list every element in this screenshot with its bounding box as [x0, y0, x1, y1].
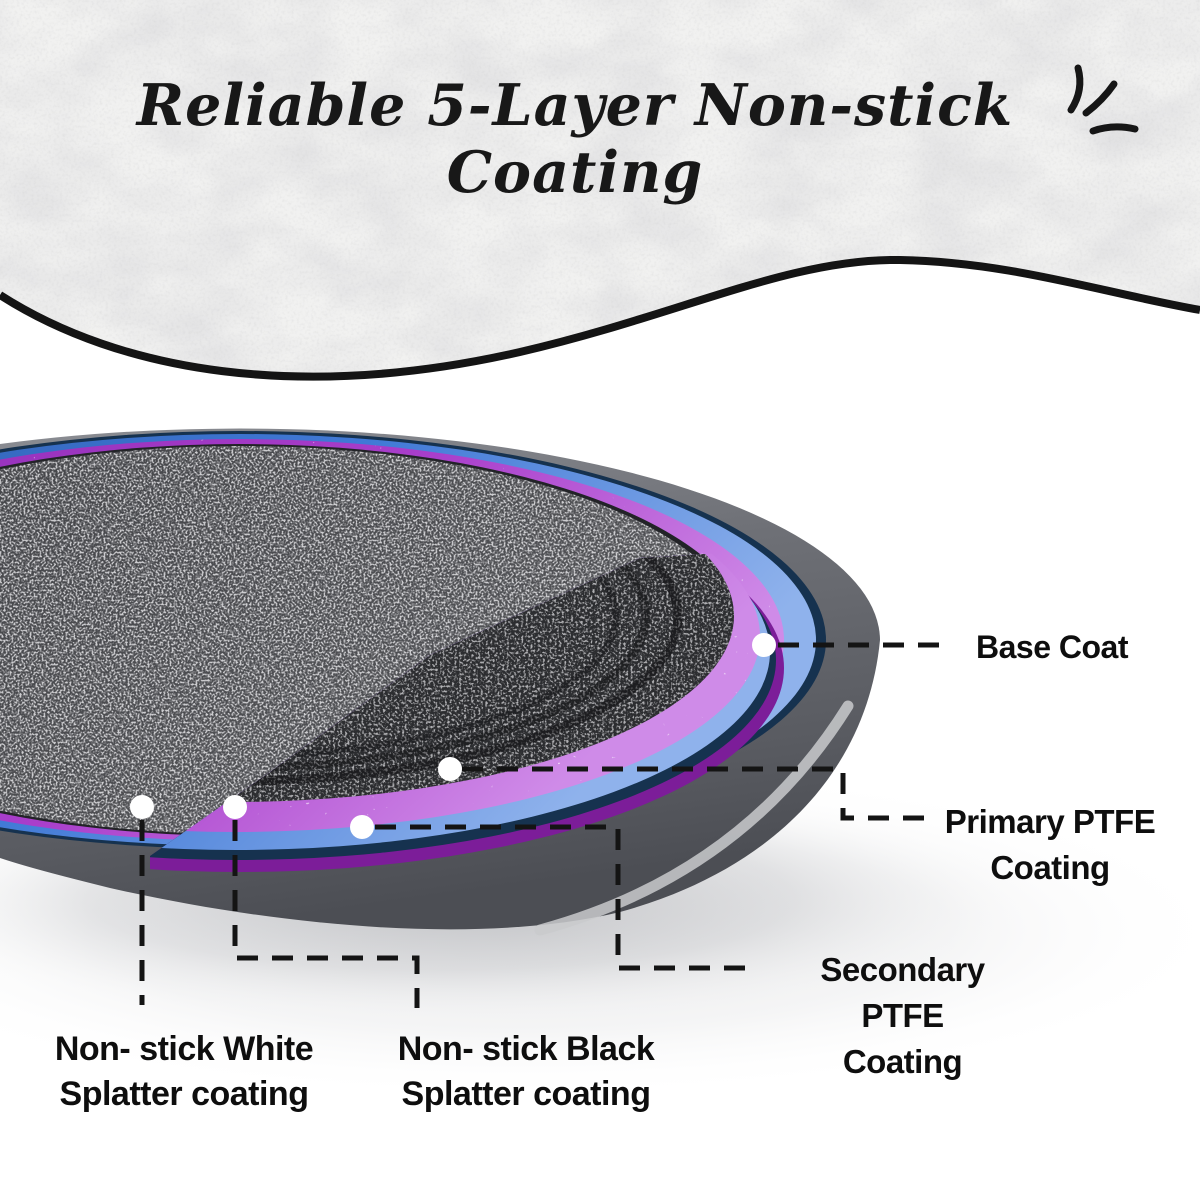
- page-title: Reliable 5-Layer Non-stick Coating: [136, 72, 1014, 206]
- leader-lines: [139, 642, 950, 1008]
- label-black-splatter: Non- stick Black Splatter coating: [380, 1027, 672, 1117]
- pan-layers: [0, 428, 880, 936]
- header-wave-outline: [0, 255, 1200, 381]
- callout-dot-base-coat: [752, 633, 776, 657]
- callout-dot-secondary-ptfe: [350, 815, 374, 839]
- leader-line-primary-ptfe: [462, 766, 930, 821]
- label-primary-ptfe-line1: Primary PTFE: [944, 803, 1156, 840]
- leader-line-black-splatter: [232, 820, 420, 1008]
- leader-line-secondary-ptfe: [375, 824, 757, 971]
- label-white-splatter: Non- stick White Splatter coating: [38, 1027, 330, 1117]
- label-black-splatter-line2: Splatter coating: [401, 1075, 651, 1113]
- label-primary-ptfe-line2: Coating: [990, 849, 1110, 886]
- callout-dot-black-splatter: [223, 795, 247, 819]
- label-base-coat: Base Coat: [976, 629, 1129, 665]
- label-secondary-ptfe: Secondary PTFE Coating: [775, 947, 1030, 1085]
- label-secondary-ptfe-line1: Secondary PTFE: [820, 951, 985, 1034]
- label-white-splatter-line2: Splatter coating: [59, 1075, 309, 1113]
- label-secondary-ptfe-line2: Coating: [842, 1043, 963, 1080]
- header-banner: [0, 0, 1200, 381]
- callout-dots: [130, 633, 776, 839]
- label-white-splatter-line1: Non- stick White: [54, 1030, 314, 1068]
- label-primary-ptfe: Primary PTFE Coating: [925, 799, 1175, 891]
- label-black-splatter-line1: Non- stick Black: [397, 1030, 655, 1068]
- callout-dot-primary-ptfe: [438, 757, 462, 781]
- flourish-icon: [1067, 64, 1139, 135]
- callout-dot-white-splatter: [130, 795, 154, 819]
